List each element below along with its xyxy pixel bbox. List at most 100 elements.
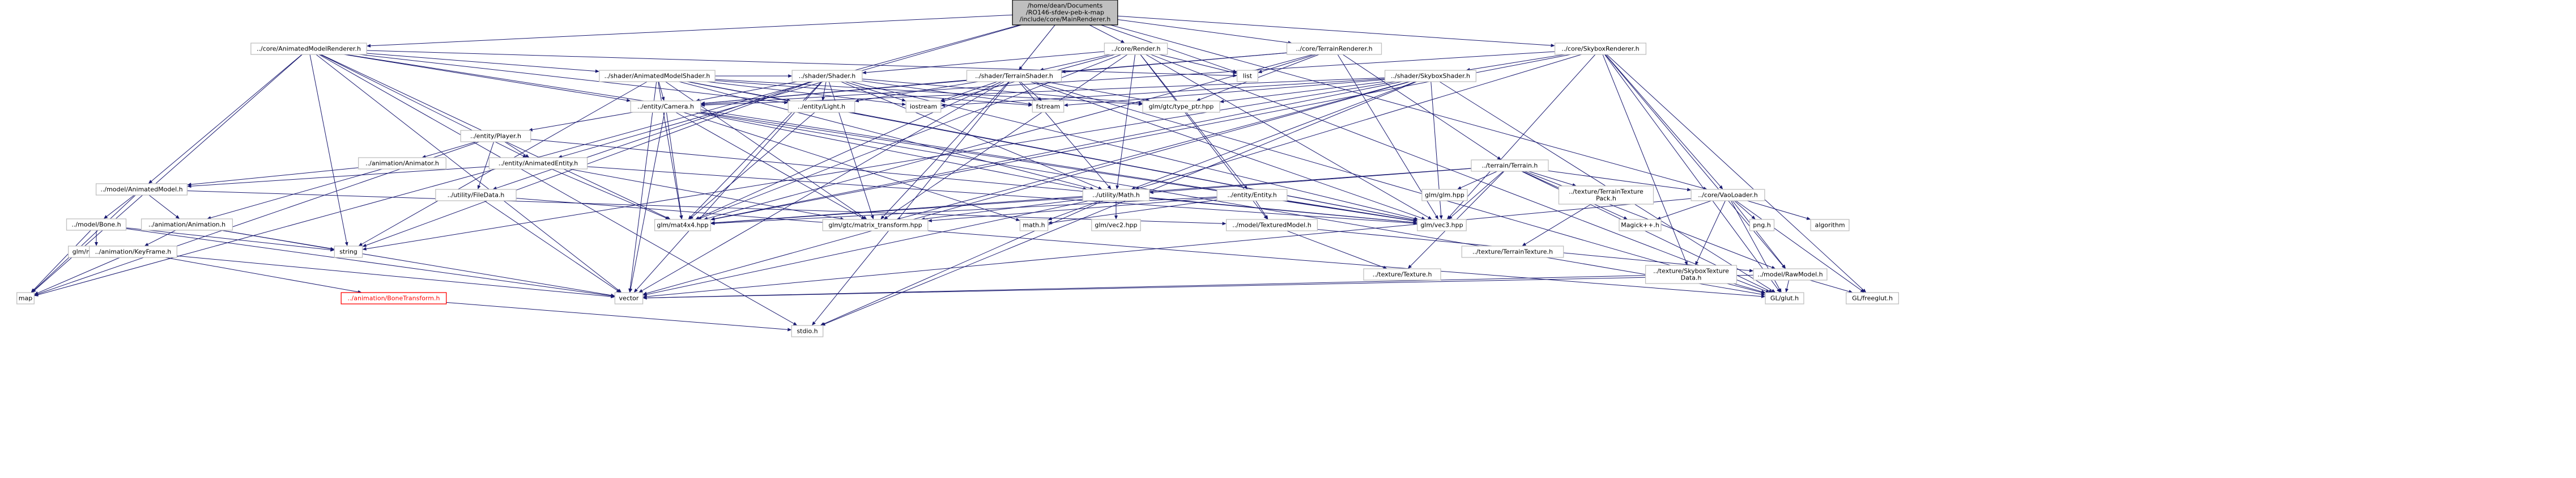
edge-arrowhead: [1771, 289, 1776, 293]
node-map[interactable]: map: [16, 292, 35, 304]
node-glmhpp[interactable]: glm/glm.hpp: [1421, 189, 1468, 201]
edge-arrowhead: [31, 288, 35, 293]
node-keyframe[interactable]: ../animation/KeyFrame.h: [89, 246, 177, 258]
node-rend[interactable]: ../core/Render.h: [1104, 43, 1168, 55]
node-label: ../entity/Light.h: [798, 103, 845, 111]
node-label: png.h: [1753, 222, 1770, 229]
node-vec3[interactable]: glm/vec3.hpp: [1417, 219, 1467, 231]
node-terrain[interactable]: ../terrain/Terrain.h: [1471, 159, 1549, 172]
node-label: stdio.h: [797, 328, 817, 335]
node-shader[interactable]: ../shader/Shader.h: [791, 70, 863, 82]
dependency-edge-bone-to-matrix: [95, 230, 98, 246]
edge-arrowhead: [362, 247, 367, 251]
node-vector[interactable]: vector: [614, 292, 644, 304]
node-stdio[interactable]: stdio.h: [791, 325, 824, 337]
edge-arrowhead: [1196, 98, 1201, 101]
node-tmodel[interactable]: ../model/TexturedModel.h: [1225, 219, 1318, 231]
node-anim[interactable]: ../animation/Animation.h: [140, 218, 233, 231]
node-label: ../entity/Camera.h: [637, 103, 694, 111]
node-mathh[interactable]: math.h: [1019, 219, 1049, 231]
node-amodel[interactable]: ../model/AnimatedModel.h: [95, 183, 188, 196]
edge-arrowhead: [1761, 290, 1766, 294]
node-fstream[interactable]: fstream: [1032, 100, 1065, 113]
node-filedata[interactable]: ../utility/FileData.h: [435, 189, 517, 201]
node-bt[interactable]: ../animation/BoneTransform.h: [340, 292, 447, 304]
node-bone[interactable]: ../model/Bone.h: [66, 218, 127, 231]
edge-arrowhead: [595, 69, 599, 73]
node-ams[interactable]: ../shader/AnimatedModelShader.h: [599, 70, 716, 82]
node-box: [1558, 185, 1654, 205]
node-mat4[interactable]: glm/mat4x4.hpp: [654, 219, 712, 231]
node-vao[interactable]: ../core/VaoLoader.h: [1691, 189, 1765, 201]
edge-arrowhead: [1244, 185, 1248, 189]
node-amr[interactable]: ../core/AnimatedModelRenderer.h: [250, 43, 367, 55]
dependency-edge-root-to-amr: [367, 14, 1013, 48]
dependency-edge-tshader-to-iostream: [940, 81, 998, 101]
edge-arrowhead: [477, 185, 481, 189]
node-label: ../animation/Animation.h: [148, 221, 225, 229]
dependency-edge-stex-to-glut: [1726, 283, 1766, 294]
node-mtrans[interactable]: glm/gtc/matrix_transform.hpp: [822, 219, 929, 231]
node-label: ../shader/Shader.h: [799, 73, 856, 80]
node-umath[interactable]: ../utility/Math.h: [1082, 189, 1150, 201]
node-vec2[interactable]: glm/vec2.hpp: [1091, 219, 1141, 231]
edge-arrowhead: [34, 291, 39, 295]
node-aentity[interactable]: ../entity/AnimatedEntity.h: [488, 157, 588, 170]
dependency-edge-amr-to-ams: [367, 53, 599, 73]
node-label: glm/vec2.hpp: [1095, 222, 1137, 229]
dependency-edge-shader-to-vector: [633, 81, 823, 293]
node-box: [1142, 100, 1220, 113]
dependency-edge-shader-to-string: [362, 81, 812, 247]
node-box: [358, 157, 446, 170]
edge-arrowhead: [940, 98, 945, 101]
node-freeglut[interactable]: GL/freeglut.h: [1846, 292, 1899, 304]
node-list[interactable]: list: [1236, 70, 1259, 82]
node-string[interactable]: string: [334, 246, 363, 258]
node-label: list: [1243, 73, 1253, 80]
node-iostream[interactable]: iostream: [905, 100, 942, 113]
edge-arrowhead: [1457, 186, 1462, 189]
node-terr[interactable]: ../core/TerrainRenderer.h: [1286, 43, 1382, 55]
dependency-edge-vao-to-algo: [1747, 200, 1811, 220]
node-glut[interactable]: GL/glut.h: [1765, 292, 1804, 304]
node-animator[interactable]: ../animation/Animator.h: [358, 157, 446, 170]
node-light[interactable]: ../entity/Light.h: [787, 100, 855, 113]
edge-arrowhead: [1695, 261, 1699, 265]
node-box: [460, 130, 531, 142]
node-label: ../shader/TerrainShader.h: [975, 73, 1053, 80]
edge-arrowhead: [616, 289, 621, 293]
edge-arrowhead: [344, 242, 348, 246]
dependency-edge-amodel-to-bone: [103, 194, 135, 219]
node-png[interactable]: png.h: [1749, 219, 1775, 231]
edge-arrowhead: [1015, 218, 1020, 221]
dependency-edge-terrain-to-vec3: [1448, 171, 1504, 219]
node-sky[interactable]: ../core/SkyboxRenderer.h: [1554, 43, 1647, 55]
node-box: [1461, 246, 1564, 258]
node-sshader[interactable]: ../shader/SkyboxShader.h: [1384, 70, 1477, 82]
node-box: [334, 246, 363, 258]
dependency-edge-rend-to-shader: [862, 51, 1105, 74]
dependency-edge-camera-to-mathh: [683, 112, 1020, 221]
node-algo[interactable]: algorithm: [1810, 219, 1850, 231]
edge-arrowhead: [679, 215, 683, 219]
edge-arrowhead: [787, 328, 792, 332]
node-label: algorithm: [1815, 222, 1845, 229]
node-magick[interactable]: Magick++.h: [1619, 219, 1662, 231]
node-raw[interactable]: ../model/RawModel.h: [1753, 268, 1828, 281]
node-tt[interactable]: ../texture/TerrainTexture.h: [1461, 246, 1564, 258]
dependency-edge-tshader-to-vector: [638, 81, 1004, 293]
dependency-edge-shader-to-fstream: [862, 81, 1033, 106]
node-typeptr[interactable]: glm/gtc/type_ptr.hpp: [1142, 100, 1220, 113]
dependency-edge-amr-to-amodel: [148, 54, 303, 184]
node-tshader[interactable]: ../shader/TerrainShader.h: [966, 70, 1062, 82]
node-label: fstream: [1036, 103, 1060, 111]
node-label: /RO146-sfdev-peb-k-map: [1026, 9, 1104, 16]
edge-arrowhead: [1220, 99, 1224, 103]
node-camera[interactable]: ../entity/Camera.h: [630, 100, 701, 113]
edge-arrowhead: [1657, 216, 1661, 220]
node-player[interactable]: ../entity/Player.h: [460, 130, 531, 142]
node-texture[interactable]: ../texture/Texture.h: [1363, 268, 1441, 281]
node-entity[interactable]: ../entity/Entity.h: [1216, 189, 1288, 201]
